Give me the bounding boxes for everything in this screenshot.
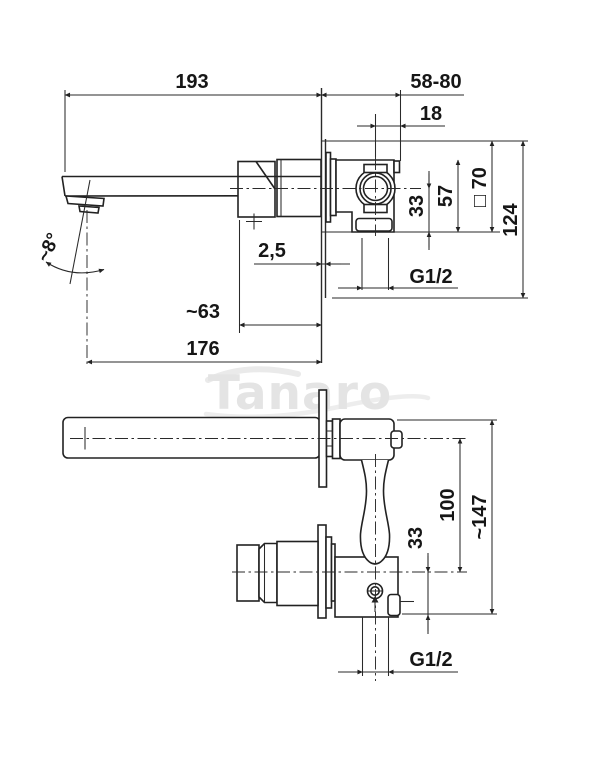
outlet-side-tab [387, 593, 401, 617]
ext-g12-top [361, 238, 390, 290]
outlet-hub [276, 540, 319, 607]
aerator-tip [78, 205, 100, 214]
spout [61, 175, 321, 214]
watermark-swoosh-top [205, 366, 301, 383]
dim-g12-plan-label: G1/2 [409, 649, 452, 671]
dim-2-5-label: 2,5 [258, 240, 286, 262]
top-view-dimensions: 100 ~147 33 G1/2 [338, 419, 495, 675]
dim-18-label: 18 [420, 103, 442, 125]
flow-indicator-arrow [371, 596, 379, 603]
watermark: Tanaro [203, 366, 431, 421]
escutcheon-chamfer-line [255, 161, 276, 190]
dim-33-label: 33 [406, 195, 428, 217]
dim-58-80-label: 58-80 [410, 71, 461, 93]
outlet-flange-outer [325, 536, 333, 609]
spout-escutcheon [237, 160, 276, 218]
watermark-text: Tanaro [208, 366, 392, 421]
watermark-swoosh-bottom [203, 394, 431, 420]
top-view [62, 389, 497, 681]
dim-33-plan-label: 33 [405, 527, 427, 549]
reference-cross [246, 213, 262, 230]
dim-124-label: 124 [500, 202, 522, 236]
dim-angle-label: ~8° [33, 230, 64, 265]
wall-plate-outlet [317, 524, 327, 619]
front-view-dimensions: 193 58-80 18 33 57 □ 70 124 G1/2 2,5 ~63… [33, 71, 526, 365]
aerator-housing [64, 195, 105, 207]
valve-body-notch [393, 160, 401, 174]
dim-147-label: ~147 [469, 494, 491, 539]
angle-arc [45, 261, 105, 274]
valve-foot [355, 217, 393, 232]
dim-70-label: □ 70 [469, 167, 491, 207]
spout-sleeve [276, 158, 322, 218]
front-view [61, 88, 528, 366]
dim-63-label: ~63 [186, 301, 220, 323]
handle-lever [359, 459, 391, 565]
spout-plan [62, 416, 321, 459]
handle-body [339, 418, 395, 461]
dim-193-label: 193 [175, 71, 208, 93]
ring-facets [326, 430, 333, 447]
dim-176-label: 176 [186, 338, 219, 360]
outlet-ring [258, 542, 278, 604]
outlet-pipe-lines [361, 617, 390, 676]
outlet-cap [236, 544, 260, 602]
flange-inner [329, 158, 337, 217]
dim-g12-top-label: G1/2 [409, 266, 452, 288]
dim-57-label: 57 [435, 185, 457, 207]
dim-100-label: 100 [437, 488, 459, 521]
handle-body-tab [390, 430, 403, 449]
